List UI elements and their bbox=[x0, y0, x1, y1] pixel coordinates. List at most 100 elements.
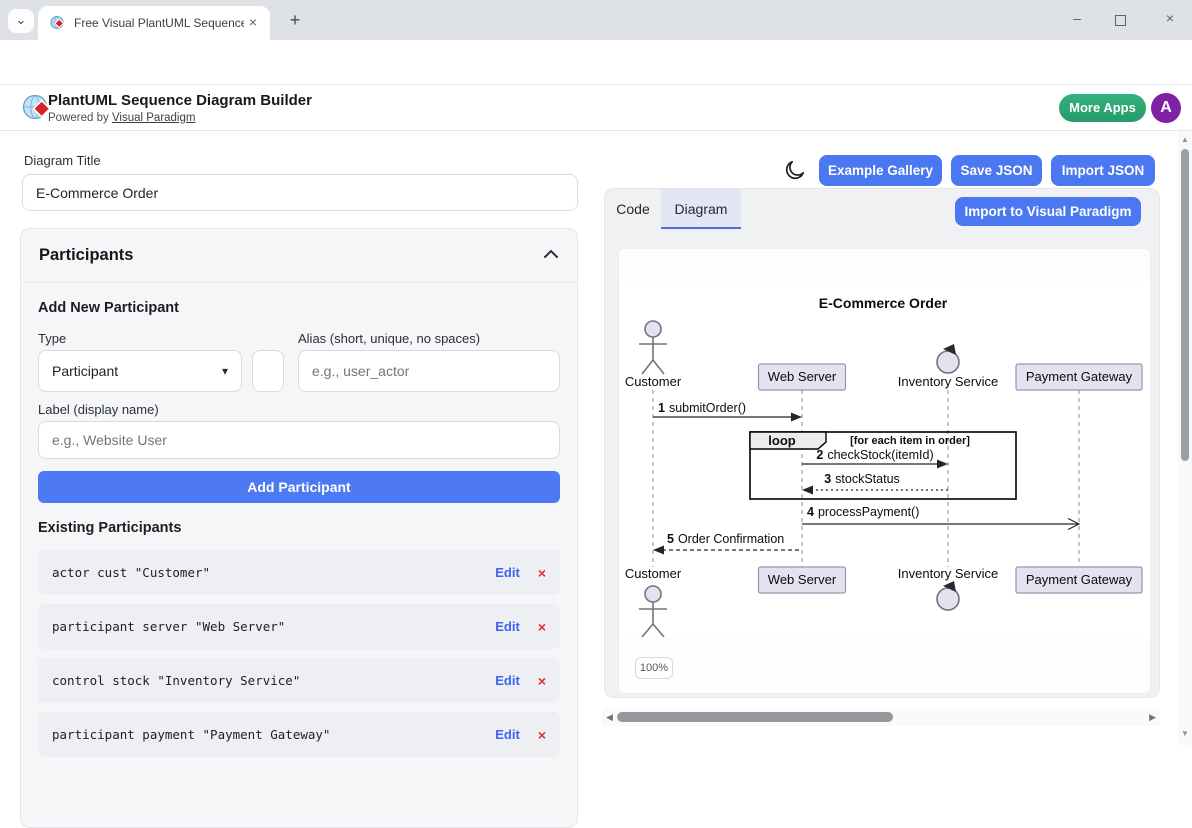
display-name-input[interactable] bbox=[38, 421, 560, 459]
powered-by-prefix: Powered by bbox=[48, 112, 109, 124]
scroll-up-icon[interactable]: ▲ bbox=[1178, 135, 1192, 144]
participant-type-select[interactable]: Participant ▾ bbox=[38, 350, 242, 392]
participant-code: participant payment "Payment Gateway" bbox=[52, 727, 495, 742]
import-json-button[interactable]: Import JSON bbox=[1051, 155, 1155, 186]
favicon-visual-paradigm bbox=[50, 15, 66, 31]
actor-customer-top: Customer bbox=[625, 321, 682, 389]
alias-label: Alias (short, unique, no spaces) bbox=[298, 331, 480, 346]
svg-text:1submitOrder(): 1submitOrder() bbox=[658, 401, 746, 415]
participant-payment-gateway-bottom: Payment Gateway bbox=[1016, 567, 1142, 593]
delete-icon[interactable]: × bbox=[538, 673, 546, 689]
participant-web-server-bottom: Web Server bbox=[759, 567, 846, 593]
new-tab-button[interactable]: + bbox=[283, 9, 307, 33]
message-1: 1submitOrder() bbox=[653, 401, 802, 422]
svg-text:4processPayment(): 4processPayment() bbox=[807, 505, 919, 519]
diagram-output-card: Code Diagram Import to Visual Paradigm E… bbox=[604, 188, 1160, 698]
loop-fragment: loop [for each item in order] bbox=[750, 432, 1016, 499]
tab-code[interactable]: Code bbox=[605, 189, 661, 229]
account-avatar[interactable]: A bbox=[1151, 93, 1181, 123]
save-json-button[interactable]: Save JSON bbox=[951, 155, 1042, 186]
scroll-right-icon[interactable]: ▶ bbox=[1149, 712, 1156, 723]
tab-close-icon[interactable]: × bbox=[244, 14, 262, 32]
participant-label: Inventory Service bbox=[898, 566, 998, 581]
add-participant-button[interactable]: Add Participant bbox=[38, 471, 560, 503]
participant-row: control stock "Inventory Service" Edit × bbox=[38, 658, 560, 703]
browser-toolbar: ← → ↻ ai-toolbox.visual-paradigm.com/app… bbox=[0, 40, 1192, 85]
zoom-level-badge[interactable]: 100% bbox=[635, 657, 673, 679]
svg-text:3stockStatus: 3stockStatus bbox=[824, 472, 900, 486]
visual-paradigm-link[interactable]: Visual Paradigm bbox=[112, 112, 196, 124]
window-maximize-button[interactable] bbox=[1115, 15, 1126, 26]
window-close-button[interactable]: × bbox=[1161, 10, 1179, 26]
delete-icon[interactable]: × bbox=[538, 727, 546, 743]
tab-title: Free Visual PlantUML Sequence bbox=[74, 16, 244, 30]
chevron-up-icon[interactable] bbox=[543, 249, 559, 259]
horizontal-scroll-thumb[interactable] bbox=[617, 712, 893, 722]
participants-title: Participants bbox=[39, 246, 133, 265]
delete-icon[interactable]: × bbox=[538, 619, 546, 635]
participants-header[interactable]: Participants bbox=[21, 229, 577, 283]
tab-search-button[interactable]: ⌄ bbox=[8, 9, 34, 33]
browser-tab[interactable]: Free Visual PlantUML Sequence × bbox=[38, 6, 270, 40]
type-label: Type bbox=[38, 331, 66, 346]
participant-label: Web Server bbox=[768, 369, 837, 384]
alias-input[interactable] bbox=[298, 350, 560, 392]
delete-icon[interactable]: × bbox=[538, 565, 546, 581]
diagram-title-input[interactable] bbox=[22, 174, 578, 211]
edit-link[interactable]: Edit bbox=[495, 619, 520, 634]
message-2: 2checkStock(itemId) bbox=[802, 448, 948, 469]
participant-label: Payment Gateway bbox=[1026, 369, 1133, 384]
edit-link[interactable]: Edit bbox=[495, 673, 520, 688]
scroll-down-icon[interactable]: ▼ bbox=[1178, 729, 1192, 738]
diagram-title: E-Commerce Order bbox=[819, 295, 948, 311]
diagram-title-label: Diagram Title bbox=[24, 153, 101, 168]
import-to-visual-paradigm-button[interactable]: Import to Visual Paradigm bbox=[955, 197, 1141, 226]
svg-text:2checkStock(itemId): 2checkStock(itemId) bbox=[816, 448, 933, 462]
scroll-left-icon[interactable]: ◀ bbox=[606, 712, 613, 723]
actor-customer-bottom: Customer bbox=[625, 566, 682, 637]
window-minimize-button[interactable]: – bbox=[1068, 10, 1086, 26]
sequence-diagram-canvas: E-Commerce Order Customer Web Server bbox=[619, 282, 1151, 637]
diagram-preview-panel: E-Commerce Order Customer Web Server bbox=[618, 248, 1151, 694]
participant-label: Customer bbox=[625, 566, 682, 581]
participant-row: actor cust "Customer" Edit × bbox=[38, 550, 560, 595]
app-header: PlantUML Sequence Diagram Builder Powere… bbox=[0, 85, 1192, 131]
participant-row: participant server "Web Server" Edit × bbox=[38, 604, 560, 649]
dark-mode-moon-icon[interactable] bbox=[783, 158, 807, 182]
example-gallery-button[interactable]: Example Gallery bbox=[819, 155, 942, 186]
message-3: 3stockStatus bbox=[802, 472, 948, 495]
more-apps-button[interactable]: More Apps bbox=[1059, 94, 1146, 122]
participant-web-server-top: Web Server bbox=[759, 364, 846, 390]
participant-label: Web Server bbox=[768, 572, 837, 587]
svg-text:5Order Confirmation: 5Order Confirmation bbox=[667, 532, 784, 546]
edit-link[interactable]: Edit bbox=[495, 727, 520, 742]
vertical-scroll-thumb[interactable] bbox=[1181, 149, 1189, 461]
participant-payment-gateway-top: Payment Gateway bbox=[1016, 364, 1142, 390]
control-inventory-service-top: Inventory Service bbox=[898, 344, 998, 389]
app-title: PlantUML Sequence Diagram Builder bbox=[48, 92, 312, 109]
horizontal-scrollbar[interactable]: ◀ ▶ bbox=[602, 708, 1160, 726]
vertical-scrollbar[interactable]: ▲ ▼ bbox=[1178, 131, 1192, 745]
participant-code: actor cust "Customer" bbox=[52, 565, 495, 580]
participant-row: participant payment "Payment Gateway" Ed… bbox=[38, 712, 560, 757]
type-selected-value: Participant bbox=[52, 363, 118, 379]
stereotype-mini-input[interactable] bbox=[252, 350, 284, 392]
powered-by: Powered by Visual Paradigm bbox=[48, 112, 195, 124]
message-5: 5Order Confirmation bbox=[653, 532, 802, 555]
edit-link[interactable]: Edit bbox=[495, 565, 520, 580]
existing-participants-title: Existing Participants bbox=[38, 520, 181, 536]
participant-label: Customer bbox=[625, 374, 682, 389]
control-inventory-service-bottom: Inventory Service bbox=[898, 566, 998, 610]
display-name-label: Label (display name) bbox=[38, 402, 159, 417]
participant-code: participant server "Web Server" bbox=[52, 619, 495, 634]
participant-code: control stock "Inventory Service" bbox=[52, 673, 495, 688]
add-participant-title: Add New Participant bbox=[38, 300, 179, 316]
loop-condition: [for each item in order] bbox=[850, 435, 970, 447]
participant-label: Inventory Service bbox=[898, 374, 998, 389]
tab-diagram[interactable]: Diagram bbox=[661, 189, 741, 229]
message-4: 4processPayment() bbox=[802, 505, 1079, 530]
loop-label: loop bbox=[768, 433, 795, 448]
select-caret-icon: ▾ bbox=[222, 364, 228, 378]
participant-label: Payment Gateway bbox=[1026, 572, 1133, 587]
browser-tab-strip: ⌄ Free Visual PlantUML Sequence × + – × bbox=[0, 0, 1192, 40]
